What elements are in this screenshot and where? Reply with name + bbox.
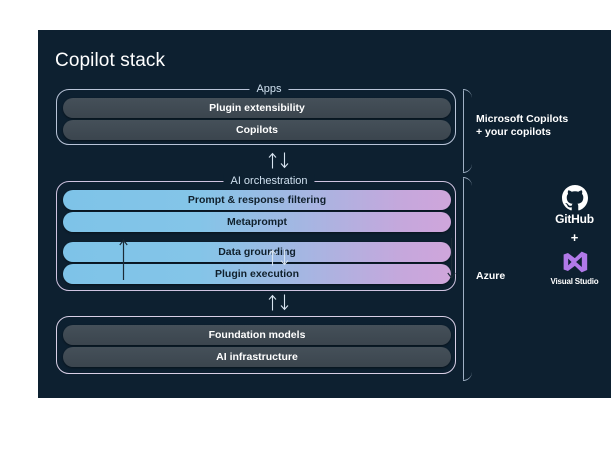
arrow-up-icon [268, 294, 277, 311]
pill-ai-infrastructure[interactable]: AI infrastructure [63, 347, 451, 367]
pill-prompt-response-filtering[interactable]: Prompt & response filtering [63, 190, 451, 210]
pill-copilots[interactable]: Copilots [63, 120, 451, 140]
connector-orchestration-foundation [268, 294, 289, 311]
devtools-column: GitHub + Visual Studio [538, 185, 611, 286]
bracket-label-line2: + your copilots [476, 126, 551, 138]
group-label-ai-orchestration: AI orchestration [223, 174, 315, 188]
arrow-up-icon [268, 249, 277, 266]
pill-metaprompt[interactable]: Metaprompt [63, 212, 451, 232]
devtool-visual-studio-label: Visual Studio [550, 277, 599, 286]
pill-plugin-execution[interactable]: Plugin execution [63, 264, 451, 284]
pill-plugin-extensibility[interactable]: Plugin extensibility [63, 98, 451, 118]
copilot-stack-panel: Copilot stack Apps Plugin extensibility … [38, 30, 611, 398]
pill-data-grounding[interactable]: Data grounding [63, 242, 451, 262]
arrow-down-icon [280, 152, 289, 169]
group-ai-orchestration: AI orchestration Prompt & response filte… [56, 174, 456, 291]
arrow-down-icon [280, 249, 289, 266]
arrow-down-icon [280, 294, 289, 311]
bracket-label-line1: Microsoft Copilots [476, 113, 569, 125]
devtool-github[interactable]: GitHub [538, 185, 611, 226]
visual-studio-icon [563, 251, 587, 273]
arrow-up-icon [268, 152, 277, 169]
side-arrow-up-icon [118, 237, 129, 286]
connector-metaprompt-data-grounding [268, 249, 289, 266]
page-title: Copilot stack [55, 50, 166, 71]
pill-foundation-models[interactable]: Foundation models [63, 325, 451, 345]
group-foundation: Foundation models AI infrastructure [56, 316, 456, 374]
bracket-label-microsoft-copilots: Microsoft Copilots + your copilots [476, 113, 568, 139]
group-label-apps: Apps [249, 82, 289, 96]
bracket-label-azure: Azure [476, 270, 506, 282]
bracket-azure [462, 176, 472, 382]
connector-apps-orchestration [268, 152, 289, 169]
devtool-visual-studio[interactable]: Visual Studio [538, 249, 611, 286]
devtool-github-label: GitHub [555, 212, 594, 226]
devtools-plus-separator: + [570, 230, 579, 245]
bracket-microsoft-copilots [462, 88, 472, 174]
github-icon [561, 185, 588, 211]
side-arrow-down-icon [446, 237, 457, 286]
group-apps: Apps Plugin extensibility Copilots [56, 82, 456, 145]
